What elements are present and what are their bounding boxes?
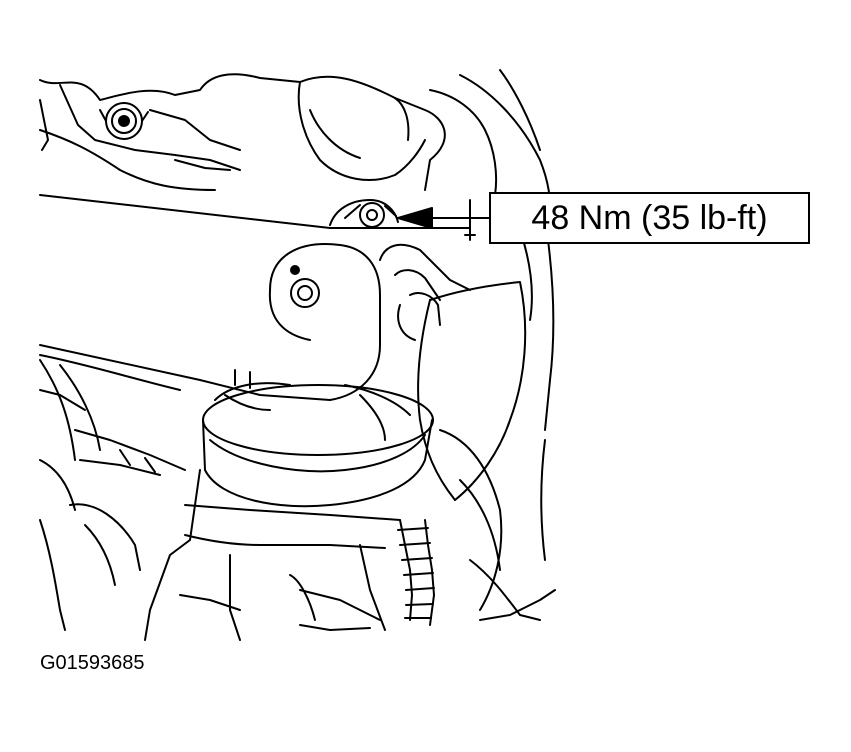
figure-id-label: G01593685 — [40, 652, 145, 674]
torque-spec-label: 48 Nm (35 lb-ft) — [531, 198, 768, 237]
ribbed-hose — [397, 519, 435, 626]
upper-bolt — [99, 102, 149, 140]
transmission-housing — [379, 243, 541, 621]
torque-callout-box: 48 Nm (35 lb-ft) — [489, 192, 810, 244]
lower-left-structure — [39, 359, 186, 631]
callout-leader-arrow — [397, 207, 490, 229]
mount-bracket — [268, 243, 381, 401]
crossmember-bar — [39, 194, 471, 401]
background-detail-lines — [179, 199, 556, 631]
torque-bolt — [329, 199, 399, 228]
rubber-mount — [202, 382, 434, 508]
lower-bracket — [144, 469, 401, 641]
